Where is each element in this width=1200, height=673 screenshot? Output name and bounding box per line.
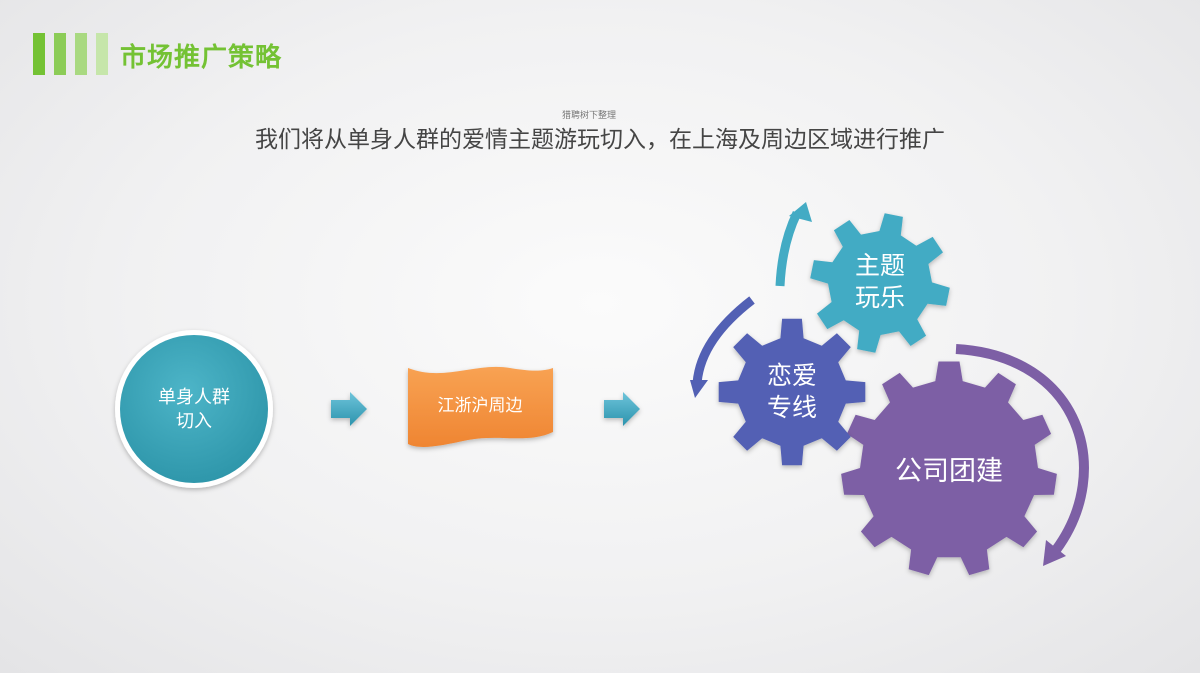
title-bar-2 [54,33,66,75]
gear-love-line1: 恋爱 [767,361,817,390]
gear-love-line2: 专线 [767,393,817,422]
gear-icon: 恋爱 专线 [718,318,866,466]
curved-arrow-icon [775,202,812,287]
arrow-right-icon [331,392,367,426]
title-bar-1 [33,33,45,75]
title-bar-3 [75,33,87,75]
step-jzh-region: 江浙沪周边 [408,366,553,447]
step-single-people-line1: 单身人群 [158,387,230,408]
curved-arrow-icon [690,296,755,398]
gear-team-label: 公司团建 [895,456,1003,487]
gear-icon: 主题 玩乐 [810,213,950,353]
step-single-people: 单身人群 切入 [115,330,273,488]
step-jzh-region-label: 江浙沪周边 [438,396,523,416]
gear-icon: 公司团建 [841,361,1057,576]
page-title: 市场推广策略 [120,43,283,73]
curved-arrow-icon [955,344,1089,566]
gear-theme-line1: 主题 [855,251,905,280]
subtitle: 我们将从单身人群的爱情主题游玩切入，在上海及周边区域进行推广 [255,127,945,153]
source-note: 猎聘树下整理 [562,111,617,121]
step-single-people-line2: 切入 [176,411,212,432]
arrow-right-icon [604,392,640,426]
title-bar-4 [96,33,108,75]
gear-theme-line2: 玩乐 [855,283,905,312]
